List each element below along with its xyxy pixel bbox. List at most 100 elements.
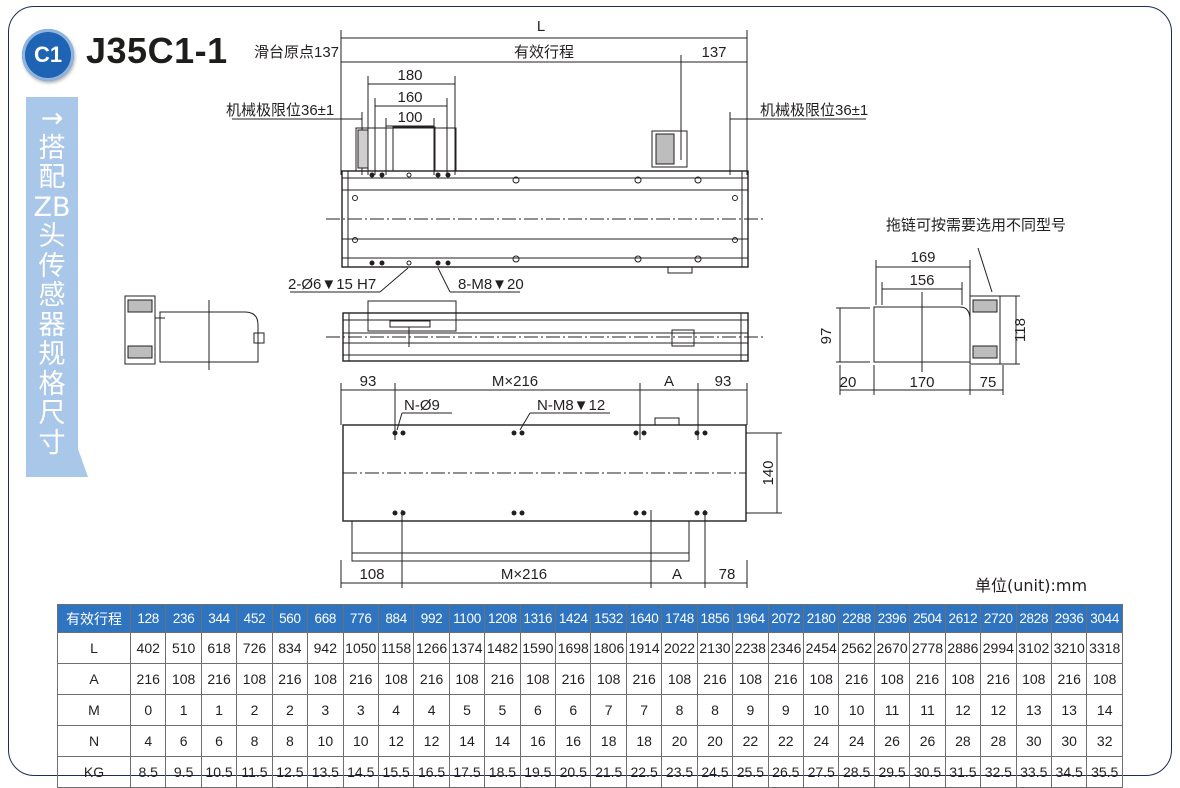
spec-cell: 2022 — [661, 632, 698, 664]
spec-cell: 16 — [555, 725, 592, 757]
dim-a-bottom: A — [672, 566, 682, 583]
spec-cell: 25.5 — [732, 756, 769, 788]
sidebar-banner — [26, 97, 88, 477]
holes-n-label: N-Ø9 — [404, 397, 440, 414]
spec-cell: 1 — [200, 694, 238, 726]
spec-cell: 1374 — [448, 632, 486, 664]
pin-holes-label: 2-Ø6▼15 H7 — [288, 276, 376, 293]
spec-cell: 1914 — [625, 632, 663, 664]
spec-cell: 34.5 — [1050, 756, 1088, 788]
spec-cell: 108 — [590, 663, 627, 695]
dim-156: 156 — [909, 272, 934, 289]
spec-cell: 1266 — [413, 632, 450, 664]
spec-cell: 3318 — [1086, 632, 1123, 664]
left-end-view-drawing — [124, 295, 265, 370]
spec-cell: 3 — [307, 694, 344, 726]
spec-cell: 12 — [413, 725, 450, 757]
spec-stroke-cell: 1208 — [484, 604, 521, 633]
spec-cell: 216 — [980, 663, 1017, 695]
spec-cell: 23.5 — [661, 756, 698, 788]
spec-cell: 6 — [555, 694, 592, 726]
spec-cell: 8 — [236, 725, 273, 757]
spec-cell: 33.5 — [1015, 756, 1052, 788]
spec-stroke-cell: 2504 — [909, 604, 946, 633]
spec-stroke-cell: 128 — [129, 604, 167, 633]
spec-cell: 1158 — [377, 632, 415, 664]
spec-cell: 108 — [1015, 663, 1052, 695]
spec-cell: 1050 — [342, 632, 379, 664]
dim-160: 160 — [397, 89, 422, 106]
dim-a-top: A — [664, 373, 674, 390]
spec-cell: 26 — [873, 725, 911, 757]
spec-stroke-cell: 2828 — [1015, 604, 1052, 633]
spec-cell: 9 — [732, 694, 769, 726]
spec-cell: 0 — [129, 694, 167, 726]
dim-93-right: 93 — [715, 373, 732, 390]
spec-cell: 26.5 — [767, 756, 805, 788]
spec-cell: 8 — [271, 725, 309, 757]
section-badge: C1 — [22, 29, 74, 81]
spec-cell: 19.5 — [519, 756, 557, 788]
spec-cell: 216 — [342, 663, 379, 695]
spec-cell: 11 — [909, 694, 946, 726]
spec-cell: 6 — [519, 694, 557, 726]
spec-cell: 15.5 — [377, 756, 415, 788]
spec-cell: 7 — [590, 694, 627, 726]
mech-limit-left-label: 机械极限位36±1 — [226, 102, 334, 119]
spec-cell: 10 — [803, 694, 840, 726]
spec-cell: 21.5 — [590, 756, 627, 788]
spec-stroke-cell: 776 — [342, 604, 379, 633]
spec-stroke-cell: 1424 — [555, 604, 592, 633]
spec-cell: 216 — [838, 663, 875, 695]
spec-cell: 216 — [271, 663, 309, 695]
spec-stroke-cell: 1856 — [696, 604, 734, 633]
spec-cell: 216 — [200, 663, 238, 695]
spec-cell: 510 — [165, 632, 202, 664]
spec-cell: 10 — [342, 725, 379, 757]
dim-140: 140 — [760, 460, 777, 485]
spec-cell: 4 — [377, 694, 415, 726]
spec-cell: 1806 — [590, 632, 627, 664]
spec-cell: 2778 — [909, 632, 946, 664]
spec-cell: 402 — [129, 632, 167, 664]
spec-cell: 17.5 — [448, 756, 486, 788]
spec-cell: 27.5 — [803, 756, 840, 788]
spec-stroke-cell: 1640 — [625, 604, 663, 633]
spec-cell: 216 — [767, 663, 805, 695]
spec-cell: 30.5 — [909, 756, 946, 788]
spec-stroke-cell: 2396 — [873, 604, 911, 633]
spec-cell: 8.5 — [129, 756, 167, 788]
effective-stroke-label: 有效行程 — [514, 44, 574, 61]
spec-cell: 216 — [909, 663, 946, 695]
mech-limit-right-label: 机械极限位36±1 — [760, 102, 868, 119]
spec-cell: 2 — [271, 694, 309, 726]
spec-cell: 8 — [696, 694, 734, 726]
spec-cell: 12 — [377, 725, 415, 757]
tapped-holes-label: 8-M8▼20 — [458, 276, 524, 293]
unit-label: 单位(unit):mm — [975, 576, 1088, 595]
spec-cell: 216 — [555, 663, 592, 695]
spec-cell: 4 — [129, 725, 167, 757]
spec-cell: 14 — [448, 725, 486, 757]
spec-cell: 3102 — [1015, 632, 1052, 664]
technical-drawing: L 滑台原点137 有效行程 137 180 160 100 机械极限位36±1… — [124, 18, 1066, 588]
spec-cell: 4 — [413, 694, 450, 726]
spec-stroke-cell: 344 — [200, 604, 238, 633]
spec-cell: 2562 — [838, 632, 875, 664]
spec-cell: 13.5 — [307, 756, 344, 788]
spec-cell: 108 — [1086, 663, 1123, 695]
spec-cell: 108 — [803, 663, 840, 695]
spec-cell: 216 — [413, 663, 450, 695]
spec-cell: 2994 — [980, 632, 1017, 664]
spec-cell: 24.5 — [696, 756, 734, 788]
spec-cell: 108 — [236, 663, 273, 695]
spec-cell: 20.5 — [555, 756, 592, 788]
spec-stroke-cell: 1748 — [661, 604, 698, 633]
spec-cell: 13 — [1015, 694, 1052, 726]
spec-cell: 14 — [1086, 694, 1123, 726]
spec-stroke-cell: 992 — [413, 604, 450, 633]
